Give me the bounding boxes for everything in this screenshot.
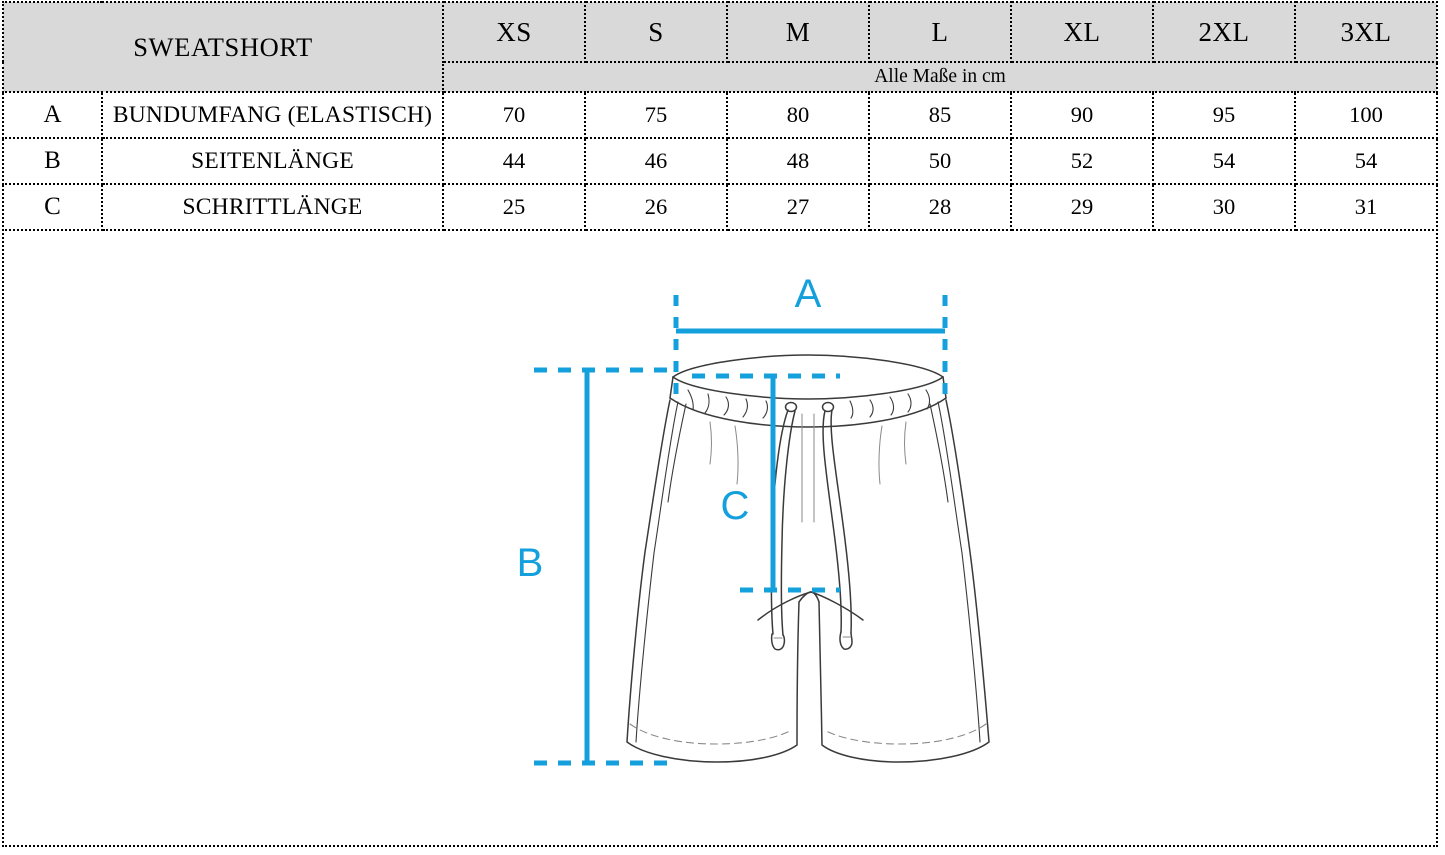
size-chart-table: SWEATSHORT XS S M L XL 2XL 3XL Alle Maße… [1,1,1439,231]
row-letter-a: A [2,91,103,139]
cell-a-l: 85 [868,91,1013,139]
drawstring-cords [770,409,853,651]
size-header-xl: XL [1010,1,1155,63]
cell-b-m: 48 [726,137,871,185]
cell-c-m: 27 [726,183,871,231]
measure-label-a: A [795,272,822,316]
waistband-bottom-seam [669,397,947,428]
cell-b-xl: 52 [1010,137,1155,185]
left-leg-outline [626,399,800,763]
cell-b-2xl: 54 [1152,137,1297,185]
row-description-b: SEITENLÄNGE [100,137,445,185]
size-header-xs: XS [442,1,587,63]
center-fly-seam [801,413,815,523]
cell-b-s: 46 [584,137,729,185]
size-header-2xl: 2XL [1152,1,1297,63]
size-header-s: S [584,1,729,63]
garment-illustration: A B C [2,222,1438,847]
waistband-top-edge [672,354,944,378]
size-header-m: M [726,1,871,63]
table-row: A BUNDUMFANG (ELASTISCH) 70 75 80 85 90 … [2,91,1439,139]
left-side-seams [635,401,687,743]
cell-c-xl: 29 [1010,183,1155,231]
row-letter-c: C [2,183,103,231]
right-side-seams [929,401,981,743]
waistband-left-side [669,376,674,399]
waistband-ellipse-front [672,376,944,400]
size-header-l: L [868,1,1013,63]
measure-label-b: B [517,541,544,585]
right-leg-outline [818,399,990,763]
eyelet-left [784,401,798,413]
cell-a-xl: 90 [1010,91,1155,139]
measure-c [692,373,840,593]
units-note: Alle Maße in cm [442,61,1439,93]
cell-c-3xl: 31 [1294,183,1439,231]
cell-a-xs: 70 [442,91,587,139]
units-row: Alle Maße in cm [3,61,1439,93]
cell-c-l: 28 [868,183,1013,231]
table-header-row: SWEATSHORT XS S M L XL 2XL 3XL [1,1,1439,93]
measure-b [534,367,678,766]
cell-a-2xl: 95 [1152,91,1297,139]
row-letter-b: B [2,137,103,185]
measure-a [673,295,948,397]
row-description-c: SCHRITTLÄNGE [100,183,445,231]
cell-b-3xl: 54 [1294,137,1439,185]
table-row: C SCHRITTLÄNGE 25 26 27 28 29 30 31 [2,183,1439,231]
size-header-3xl: 3XL [1294,1,1439,63]
cell-a-m: 80 [726,91,871,139]
cell-b-xs: 44 [442,137,587,185]
measurement-overlay [534,295,948,766]
hem-topstitch [629,723,987,745]
sweatshort-sketch [626,354,990,763]
cell-a-3xl: 100 [1294,91,1439,139]
cell-a-s: 75 [584,91,729,139]
cell-c-s: 26 [584,183,729,231]
front-drape-folds [709,421,907,485]
waistband-gathers [687,389,931,419]
table-row: B SEITENLÄNGE 44 46 48 50 52 54 54 [2,137,1439,185]
cell-c-2xl: 30 [1152,183,1297,231]
measure-label-c: C [721,484,750,528]
page-title: SWEATSHORT [1,1,445,93]
crotch-curve-left [757,591,812,621]
cell-b-l: 50 [868,137,1013,185]
row-description-a: BUNDUMFANG (ELASTISCH) [100,91,445,139]
cell-c-xs: 25 [442,183,587,231]
eyelet-right [821,401,835,413]
crotch-curve-right [810,591,864,621]
